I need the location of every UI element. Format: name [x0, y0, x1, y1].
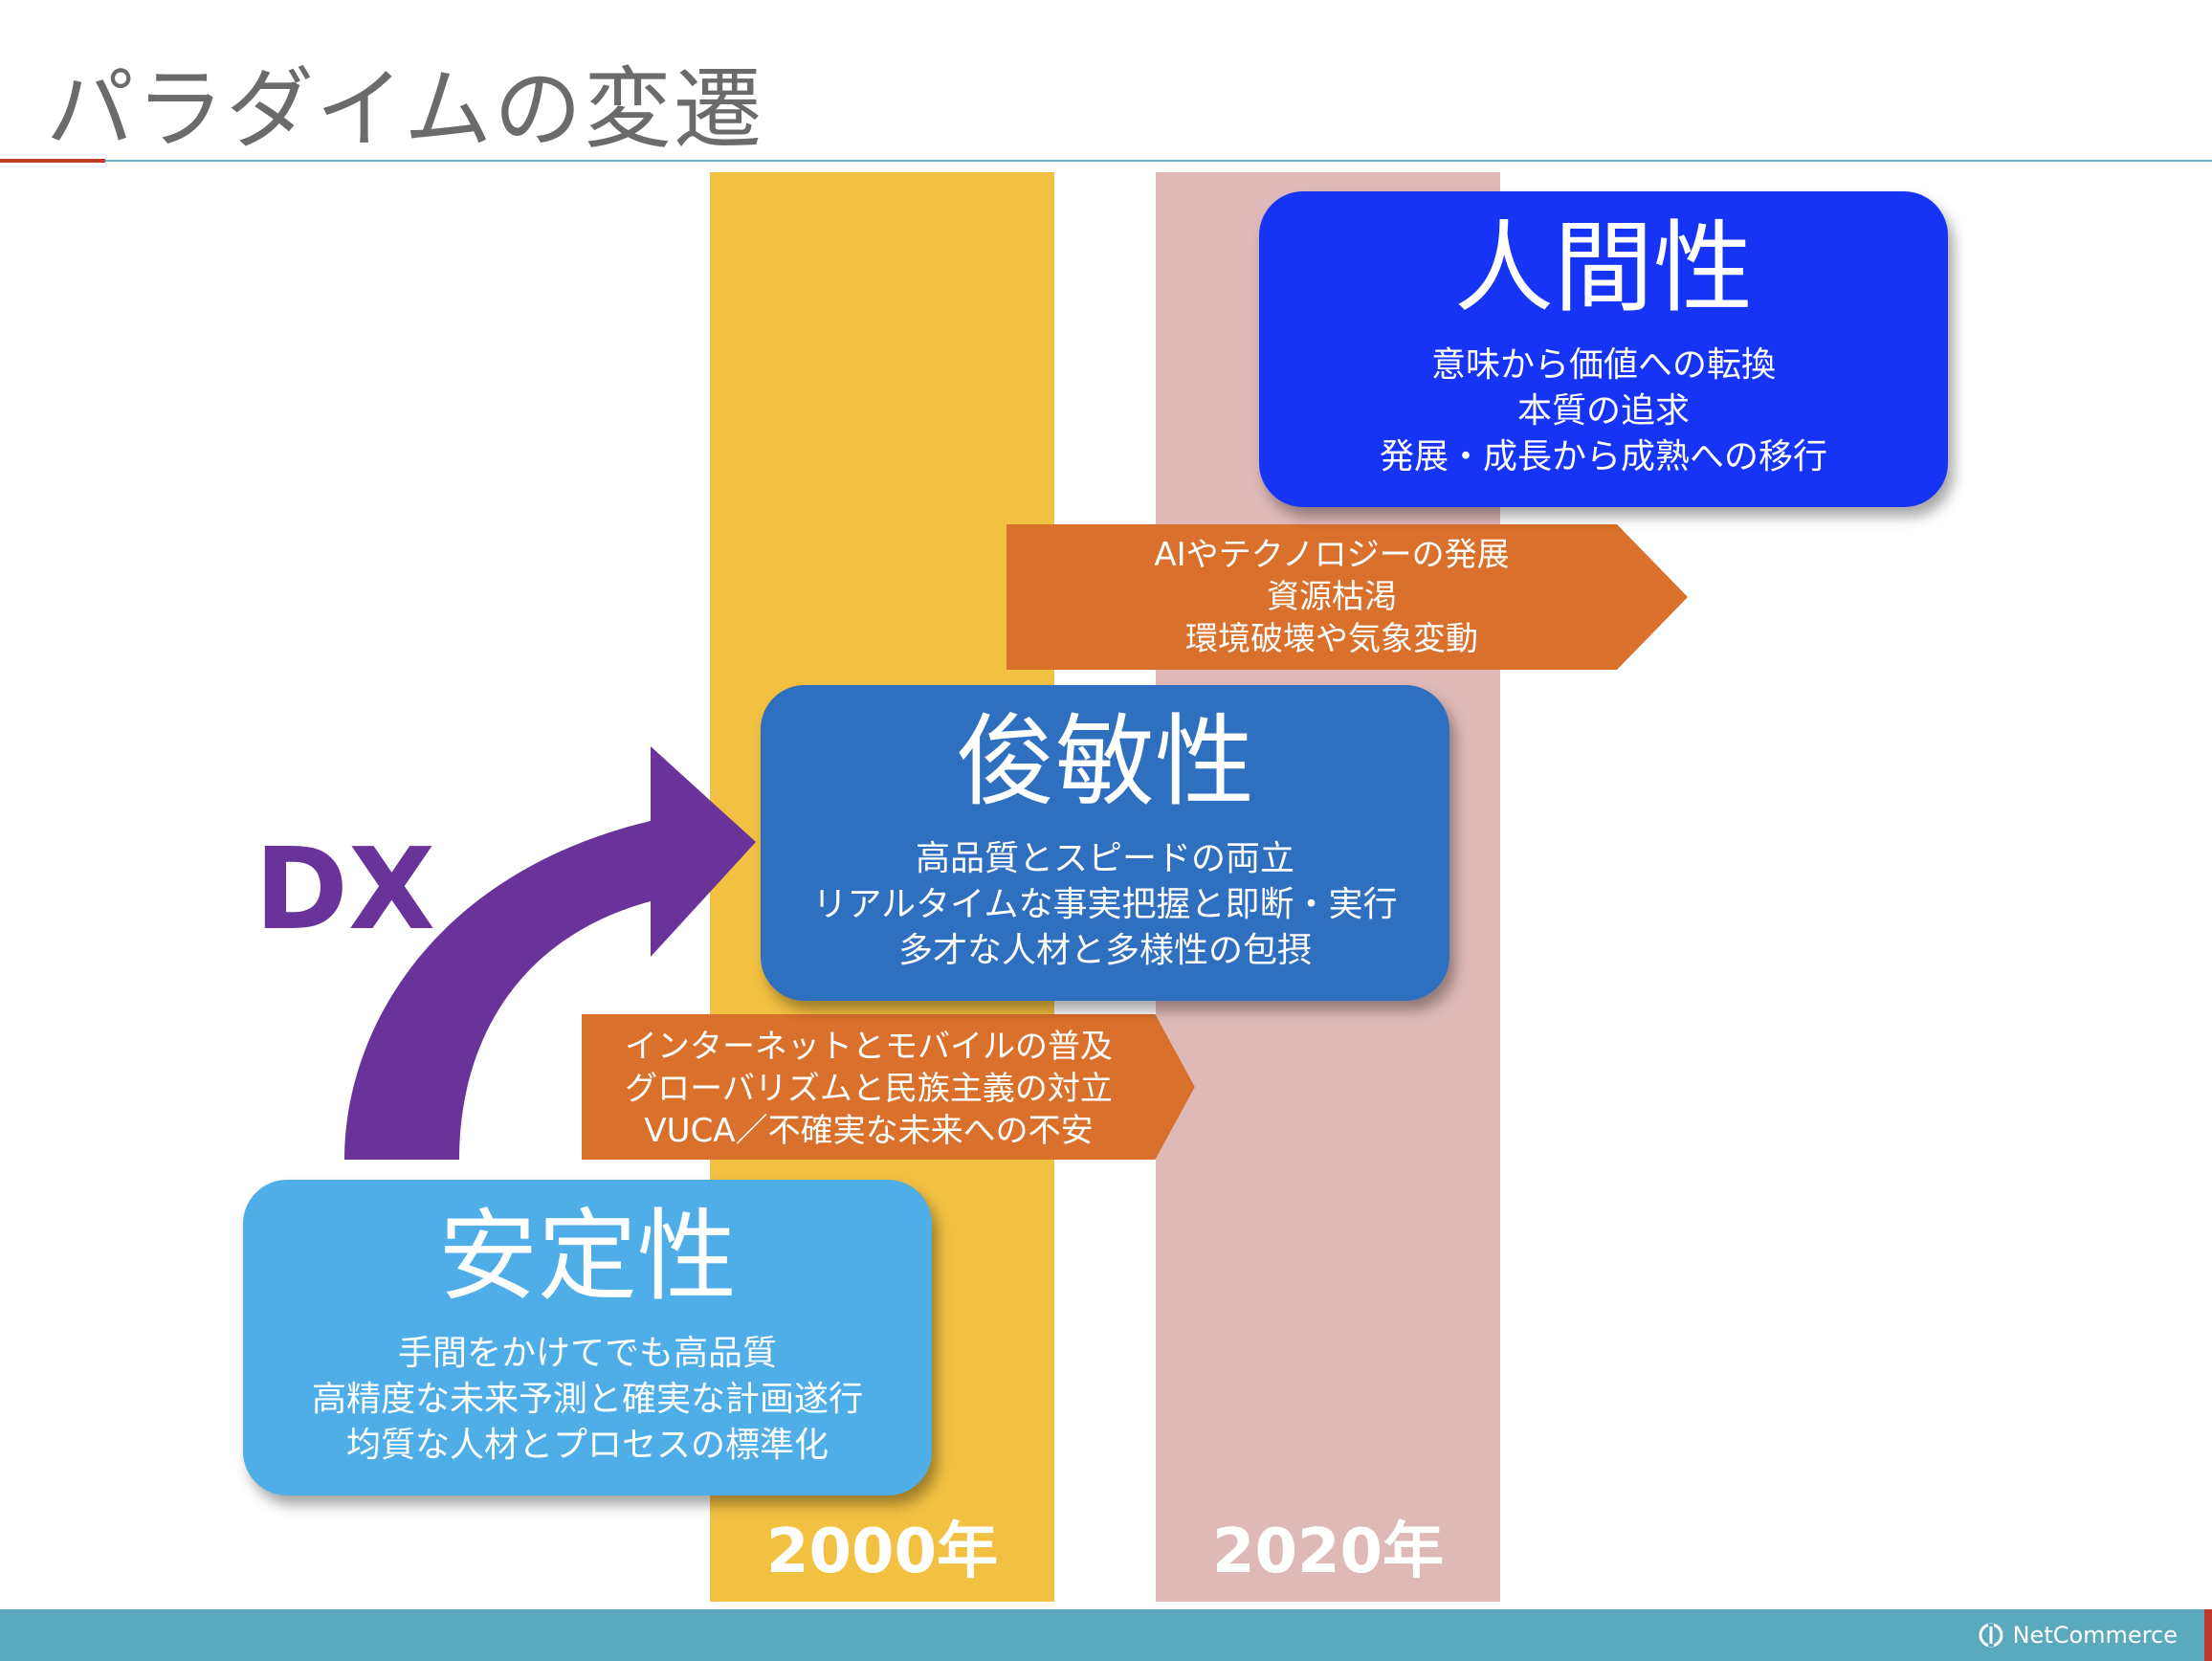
driver-mid-text: インターネットとモバイルの普及 グローバリズムと民族主義の対立 VUCA／不確実… — [582, 1026, 1156, 1152]
driver-mid-line: VUCA／不確実な未来への不安 — [644, 1112, 1094, 1150]
footer-brand: NetCommerce — [1977, 1621, 2178, 1650]
stage-box-stable: 安定性 手間をかけてでも高品質 高精度な未来予測と確実な計画遂行 均質な人材とプ… — [243, 1180, 932, 1495]
stage-human-line: 意味から価値への転換 — [1430, 345, 1776, 385]
driver-top-line: AIやテクノロジーの発展 — [1154, 536, 1510, 574]
stage-box-agile: 俊敏性 高品質とスピードの両立 リアルタイムな事実把握と即断・実行 多才な人材と… — [761, 685, 1449, 1001]
netcommerce-logo-icon — [1979, 1623, 2003, 1648]
brand-name: NetCommerce — [2012, 1622, 2178, 1649]
stage-stable-line: 手間をかけてでも高品質 — [397, 1334, 777, 1373]
driver-mid-line: グローバリズムと民族主義の対立 — [625, 1070, 1113, 1108]
stage-heading-human: 人間性 — [1453, 210, 1753, 326]
stage-human-line: 発展・成長から成熟への移行 — [1379, 437, 1827, 476]
chevron-arrow-shape — [1006, 524, 1688, 670]
driver-top-line: 環境破壊や気象変動 — [1185, 620, 1478, 658]
driver-mid-line: インターネットとモバイルの普及 — [625, 1028, 1113, 1066]
driver-top-text: AIやテクノロジーの発展 資源枯渇 環境破壊や気象変動 — [1006, 534, 1657, 660]
driver-arrow-top: AIやテクノロジーの発展 資源枯渇 環境破壊や気象変動 — [1006, 524, 1695, 670]
title-accent-rule — [0, 159, 105, 163]
stage-stable-line: 均質な人材とプロセスの標準化 — [345, 1426, 829, 1465]
year-label-2000: 2000年 — [765, 1517, 999, 1587]
stage-heading-stable: 安定性 — [437, 1198, 737, 1315]
stage-heading-agile: 俊敏性 — [955, 703, 1254, 820]
stage-human-line: 本質の追求 — [1516, 391, 1690, 431]
stage-agile-line: 高品質とスピードの両立 — [915, 839, 1294, 878]
slide-title: パラダイムの変遷 — [46, 58, 764, 161]
footer-accent — [2204, 1609, 2212, 1661]
dx-label: DX — [254, 823, 435, 955]
stage-agile-line: 多才な人材と多様性の包摂 — [897, 931, 1312, 970]
chevron-arrow-shape — [582, 1014, 1195, 1160]
year-label-2020: 2020年 — [1211, 1517, 1445, 1587]
title-divider — [105, 160, 2212, 162]
stage-box-human: 人間性 意味から価値への転換 本質の追求 発展・成長から成熟への移行 — [1259, 191, 1948, 507]
footer-bar — [0, 1609, 2212, 1661]
stage-stable-line: 高精度な未来予測と確実な計画遂行 — [311, 1380, 863, 1419]
stage-agile-line: リアルタイムな事実把握と即断・実行 — [812, 885, 1398, 924]
dx-curved-arrow-icon — [344, 746, 756, 1160]
driver-arrow-mid: インターネットとモバイルの普及 グローバリズムと民族主義の対立 VUCA／不確実… — [582, 1014, 1271, 1160]
driver-top-line: 資源枯渇 — [1267, 578, 1397, 616]
